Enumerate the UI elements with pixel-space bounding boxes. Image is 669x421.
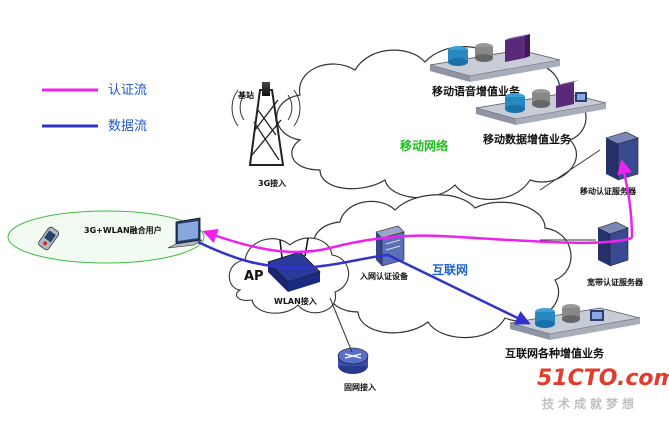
auth-flow-main-path [202, 228, 633, 254]
internet-services-platform-icon [509, 304, 641, 340]
mobile-voice-label: 移动语音增值业务 [432, 84, 521, 98]
fixed-link-line [329, 297, 353, 353]
fused-user-zone [7, 210, 205, 264]
mobile-network-cloud [276, 46, 587, 200]
mobile-data-label: 移动数据增值业务 [483, 132, 572, 146]
fixed-access-router-icon [337, 347, 369, 374]
laptop-icon [167, 217, 203, 249]
base-station-label: 基站 [237, 90, 254, 100]
watermark-brand: 51CTO.com [537, 366, 669, 391]
auth-device-label: 入网认证设备 [359, 271, 409, 281]
mobile-voice-platform-icon [429, 34, 561, 82]
phone-icon [38, 226, 60, 251]
legend: 认证流 数据流 [42, 83, 147, 134]
broadband-auth-server-label: 宽带认证服务器 [586, 277, 644, 287]
internet-cloud [312, 194, 572, 339]
access-3g-label: 3G接入 [258, 178, 286, 188]
mobile-network-label: 移动网络 [400, 138, 448, 153]
data-flow-path [197, 240, 531, 325]
legend-data-label: 数据流 [108, 119, 147, 134]
wlan-access-label: WLAN接入 [274, 296, 317, 306]
base-station-tower-icon [231, 82, 301, 166]
mobile-auth-server-icon [605, 131, 639, 181]
mobile-auth-server-label: 移动认证服务器 [580, 186, 637, 196]
ap-label: AP [244, 269, 264, 284]
fixed-access-label: 固网接入 [344, 382, 376, 392]
fused-user-label: 3G+WLAN融合用户 [84, 225, 162, 235]
auth-flow-path [617, 159, 634, 239]
broadband-auth-server-icon [597, 221, 629, 267]
internet-services-label: 互联网各种增值业务 [505, 346, 605, 360]
internet-network-label: 互联网 [432, 263, 468, 277]
mobile-auth-link-line [539, 149, 601, 191]
watermark-tagline: 技术成就梦想 [542, 396, 638, 411]
mobile-data-platform-icon [475, 80, 607, 125]
legend-auth-label: 认证流 [108, 83, 147, 98]
